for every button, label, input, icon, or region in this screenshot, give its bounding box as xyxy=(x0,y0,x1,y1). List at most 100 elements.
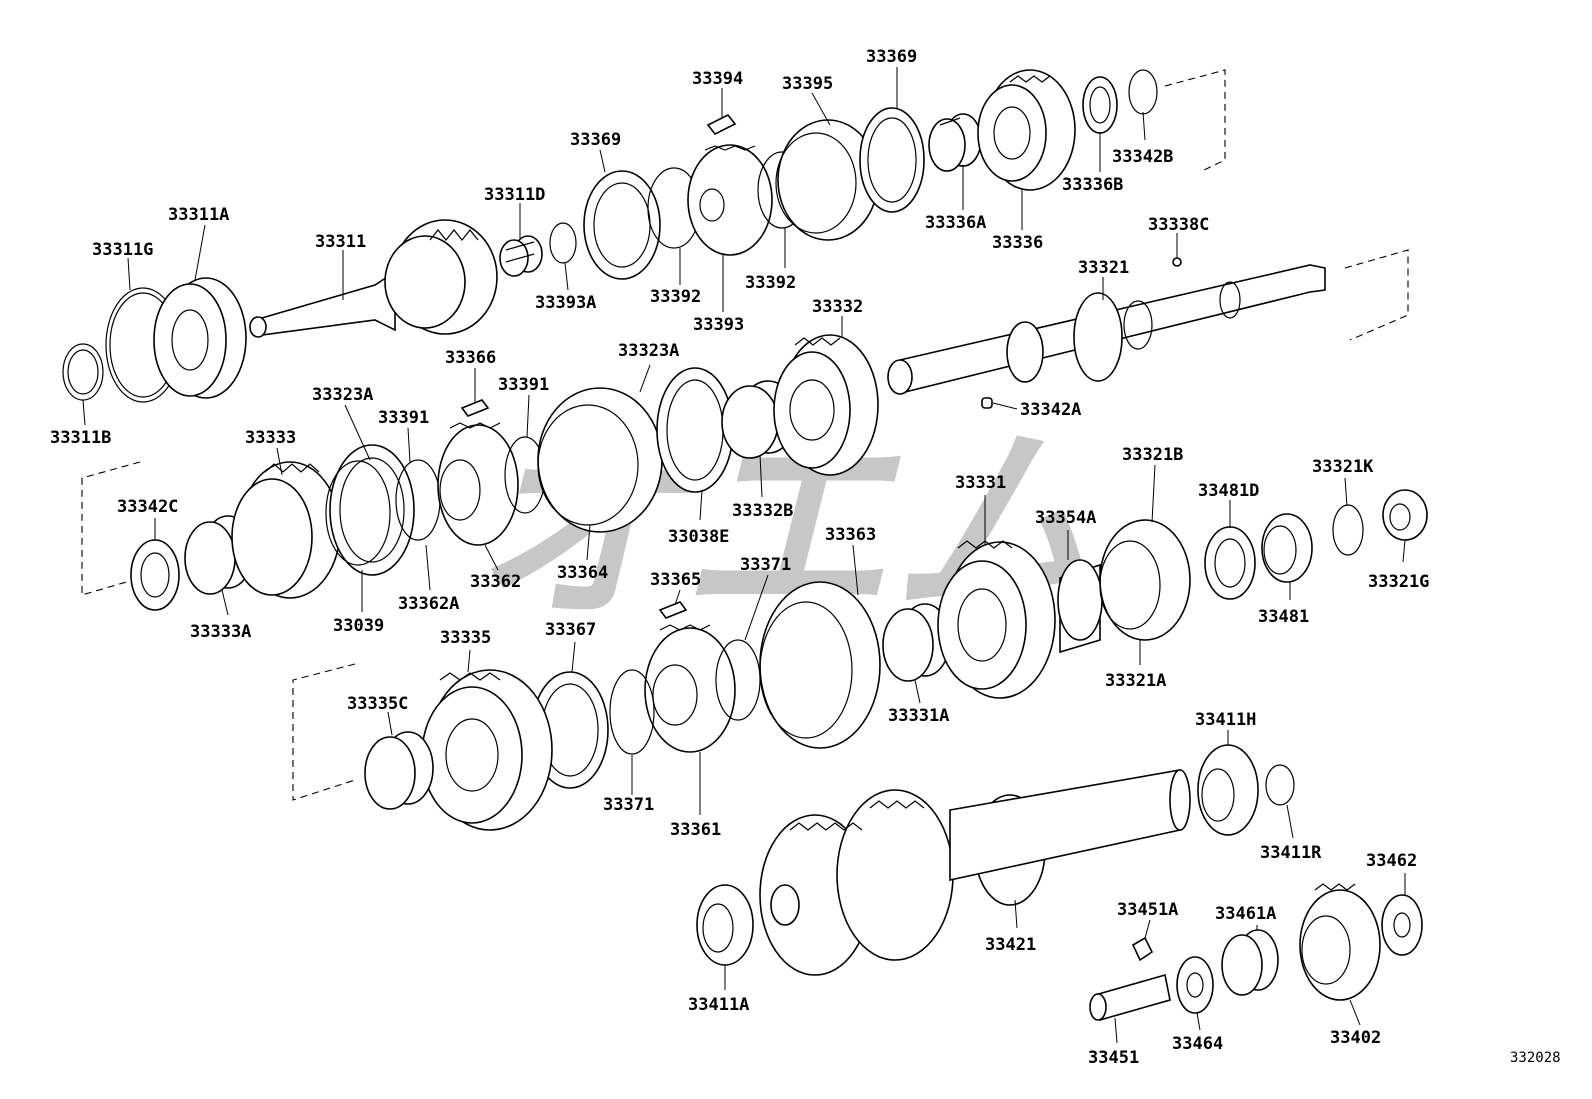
callout-33451: 33451 xyxy=(1088,1048,1139,1068)
needle-bearing-33311D xyxy=(499,235,543,277)
bearing-33481 xyxy=(1261,513,1313,583)
callout-33421: 33421 xyxy=(985,935,1036,955)
snap-ring-33311B xyxy=(62,343,104,401)
callout-33364: 33364 xyxy=(557,563,608,583)
snap-ring-33342B xyxy=(1128,69,1158,115)
o-ring-33321K xyxy=(1332,504,1364,556)
bearing-33411A xyxy=(696,884,754,966)
callout-33354A: 33354A xyxy=(1035,508,1096,528)
counter-gear-33421 xyxy=(759,769,1191,976)
counter-shaft-group xyxy=(696,744,1423,1022)
input-shaft-group xyxy=(62,69,1158,403)
callout-33371-top: 33371 xyxy=(740,555,791,575)
gear-33332 xyxy=(773,334,879,476)
callout-33411R: 33411R xyxy=(1260,843,1322,863)
middle-gear-group xyxy=(130,334,879,611)
callout-33321B: 33321B xyxy=(1122,445,1183,465)
figure-number: 332028 xyxy=(1510,1050,1561,1066)
needle-bearing-33461A xyxy=(1221,929,1279,996)
callout-33392-right: 33392 xyxy=(745,273,796,293)
gear-33336 xyxy=(977,69,1076,191)
callout-33321A: 33321A xyxy=(1105,671,1166,691)
callout-33369-right: 33369 xyxy=(866,47,917,67)
washer-33336B xyxy=(1082,76,1118,134)
bearing-33311A xyxy=(153,277,247,399)
synchronizer-ring-33369-left xyxy=(583,170,661,280)
shifting-key-33366 xyxy=(460,399,490,417)
nut-33321G xyxy=(1382,489,1428,541)
spring-33371-right xyxy=(715,639,761,721)
synchronizer-33038E xyxy=(656,367,734,493)
callout-33311G: 33311G xyxy=(92,240,153,260)
spring-33371-left xyxy=(609,669,655,755)
callout-33361: 33361 xyxy=(670,820,721,840)
sleeve-33354A xyxy=(1057,559,1103,654)
callout-33366: 33366 xyxy=(445,348,496,368)
callout-33311: 33311 xyxy=(315,232,366,252)
callout-33336A: 33336A xyxy=(925,213,986,233)
callout-33331: 33331 xyxy=(955,473,1006,493)
callout-33402: 33402 xyxy=(1330,1028,1381,1048)
output-shaft-33321 xyxy=(887,257,1326,409)
bearing-33411H xyxy=(1197,744,1259,836)
snap-ring-33411R xyxy=(1265,764,1295,806)
hub-sleeve-33364 xyxy=(537,387,663,533)
shifting-key-33365 xyxy=(658,601,688,619)
idler-gear-33402 xyxy=(1299,883,1381,1001)
synchronizer-ring-33369-right xyxy=(859,107,925,213)
callout-33323A-right: 33323A xyxy=(618,341,679,361)
callout-33321G: 33321G xyxy=(1368,572,1429,592)
callout-33338C: 33338C xyxy=(1148,215,1209,235)
callout-33411H: 33411H xyxy=(1195,710,1256,730)
callout-33411A: 33411A xyxy=(688,995,749,1015)
callout-33369-left: 33369 xyxy=(570,130,621,150)
callout-33393: 33393 xyxy=(693,315,744,335)
input-shaft-33311 xyxy=(249,219,498,338)
callout-33481: 33481 xyxy=(1258,607,1309,627)
clutch-hub-33361 xyxy=(644,624,736,753)
callout-33342A: 33342A xyxy=(1020,400,1081,420)
callout-33371-bottom: 33371 xyxy=(603,795,654,815)
synchronizer-33039 xyxy=(325,444,415,576)
gear-33321A xyxy=(1099,519,1191,641)
callout-33391-left: 33391 xyxy=(378,408,429,428)
callout-labels: 33394 33395 33369 33342B 33336B 33336A 3… xyxy=(50,47,1429,1068)
callout-33363: 33363 xyxy=(825,525,876,545)
gear-33331 xyxy=(937,540,1056,699)
leader-lines xyxy=(82,67,1406,1044)
needle-bearing-33335C xyxy=(364,731,434,810)
snap-ring-33393A xyxy=(549,222,577,264)
callout-33038E: 33038E xyxy=(668,527,729,547)
callout-33323A-left: 33323A xyxy=(312,385,373,405)
callout-33395: 33395 xyxy=(782,74,833,94)
callout-33481D: 33481D xyxy=(1198,481,1259,501)
washer-33342C xyxy=(130,539,180,611)
key-33451A xyxy=(1131,936,1154,962)
callout-33336: 33336 xyxy=(992,233,1043,253)
washer-33464 xyxy=(1176,956,1214,1014)
callout-33451A: 33451A xyxy=(1117,900,1178,920)
callout-33311B: 33311B xyxy=(50,428,111,448)
ball-33338C xyxy=(1172,257,1182,267)
callout-33365: 33365 xyxy=(650,570,701,590)
reverse-gear-group xyxy=(364,489,1428,831)
callout-33391-right: 33391 xyxy=(498,375,549,395)
gear-33333 xyxy=(231,461,341,599)
callout-33336B: 33336B xyxy=(1062,175,1123,195)
callout-33394: 33394 xyxy=(692,69,743,89)
callout-33335C: 33335C xyxy=(347,694,408,714)
callout-33321K: 33321K xyxy=(1312,457,1374,477)
callout-33321: 33321 xyxy=(1078,258,1129,278)
washer-33462 xyxy=(1381,894,1423,956)
callout-33039: 33039 xyxy=(333,616,384,636)
callout-33462: 33462 xyxy=(1366,851,1417,871)
callout-33342C: 33342C xyxy=(117,497,178,517)
needle-bearing-33336A xyxy=(928,113,982,172)
bearing-33481D xyxy=(1204,526,1256,600)
guide-lines xyxy=(81,69,1409,801)
idler-shaft-33451 xyxy=(1089,973,1171,1022)
callout-33332B: 33332B xyxy=(732,501,793,521)
clutch-hub-33393 xyxy=(687,144,773,256)
callout-33331A: 33331A xyxy=(888,706,949,726)
